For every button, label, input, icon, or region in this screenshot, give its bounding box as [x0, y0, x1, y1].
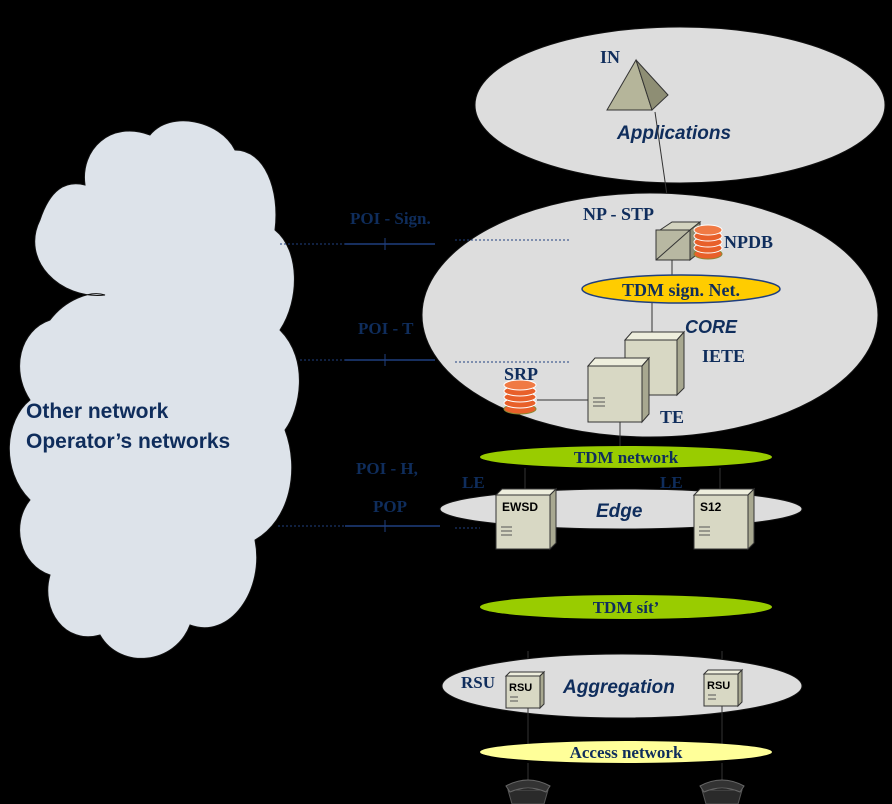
cloud-line1: Other network [26, 400, 169, 423]
poi-h-line [278, 520, 480, 532]
poi-sign-line [280, 238, 570, 250]
npdb-database-icon [693, 224, 723, 260]
stp-switch-icon [655, 220, 702, 262]
access-network-band [480, 741, 772, 763]
ewsd-label: EWSD [502, 500, 538, 514]
rsu-right-icon [702, 668, 744, 708]
applications-ellipse [474, 26, 886, 184]
aggregation-title: Aggregation [562, 677, 675, 698]
s12-label: S12 [700, 500, 722, 514]
pop-label: POP [373, 497, 407, 516]
rsu-right-box-label: RSU [707, 680, 730, 692]
access-network-label: Access network [570, 743, 683, 762]
te-server-icon [586, 356, 651, 424]
edge-le-left: LE [462, 473, 485, 492]
edge-title: Edge [596, 501, 643, 522]
applications-title: Applications [616, 123, 731, 144]
in-pyramid-icon [606, 58, 669, 111]
core-title: CORE [685, 317, 738, 337]
npdb-label: NPDB [724, 232, 773, 252]
cloud-line2: Operator’s networks [26, 430, 230, 453]
operator-cloud [8, 120, 300, 659]
in-label: IN [600, 47, 620, 67]
aggregation-rsu-label: RSU [461, 673, 495, 692]
core-ellipse [421, 192, 879, 438]
ewsd-switch-icon [494, 487, 558, 551]
iete-label: IETE [702, 346, 745, 366]
rsu-left-icon [504, 670, 546, 710]
poi-t-line [300, 354, 570, 366]
tdm-sit-band [480, 595, 772, 619]
np-stp-label: NP - STP [583, 204, 654, 224]
phone-left-icon [505, 779, 551, 804]
tdm-sign-net-label: TDM sign. Net. [622, 280, 740, 300]
tdm-network-band [480, 446, 772, 468]
poi-t-label: POI - T [358, 319, 414, 338]
te-label: TE [660, 407, 684, 427]
rsu-left-box-label: RSU [509, 682, 532, 694]
tdm-network-label: TDM network [574, 448, 679, 467]
poi-sign-label: POI - Sign. [350, 209, 431, 228]
tdm-sign-net-band [581, 274, 781, 304]
srp-database-icon [503, 379, 537, 415]
poi-h-label: POI - H, [356, 459, 418, 478]
tdm-sit-label: TDM sít’ [593, 598, 660, 617]
phone-right-icon [699, 779, 745, 804]
edge-le-right: LE [660, 473, 683, 492]
s12-switch-icon [692, 487, 756, 551]
srp-label: SRP [504, 364, 538, 384]
